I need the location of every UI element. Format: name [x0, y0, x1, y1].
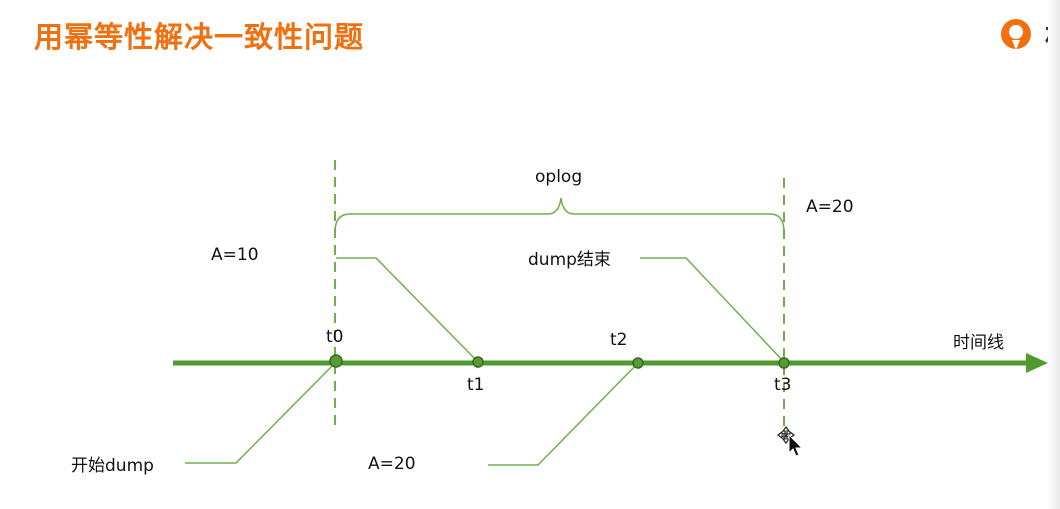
slide-title: 用幂等性解决一致性问题	[34, 20, 365, 54]
move-cursor-icon	[777, 426, 804, 457]
start-dump-leader-line	[185, 361, 337, 464]
t1-label: t1	[467, 375, 485, 395]
a20-bottom-leader-line	[488, 362, 639, 466]
timeline-arrowhead	[1026, 353, 1048, 373]
brand-logo-icon	[1001, 19, 1031, 50]
a10-leader-line	[336, 257, 479, 363]
oplog-label: oplog	[535, 167, 583, 187]
t1-point	[472, 356, 484, 368]
t0-point	[329, 354, 343, 368]
right-edge-shadow	[1048, 0, 1060, 509]
timeline-axis-label: 时间线	[953, 333, 1004, 353]
t0-label: t0	[326, 327, 344, 347]
t3-label: t3	[774, 375, 792, 395]
a20-top-label: A=20	[806, 197, 854, 217]
a20-bottom-label: A=20	[368, 454, 416, 474]
t2-label: t2	[610, 330, 628, 350]
start-dump-label: 开始dump	[71, 456, 154, 476]
dump-end-leader-line	[640, 257, 785, 363]
t2-point	[632, 357, 644, 369]
t3-point	[778, 357, 790, 369]
dump-end-label: dump结束	[528, 250, 611, 270]
a10-label: A=10	[211, 245, 259, 265]
oplog-brace	[334, 197, 785, 233]
